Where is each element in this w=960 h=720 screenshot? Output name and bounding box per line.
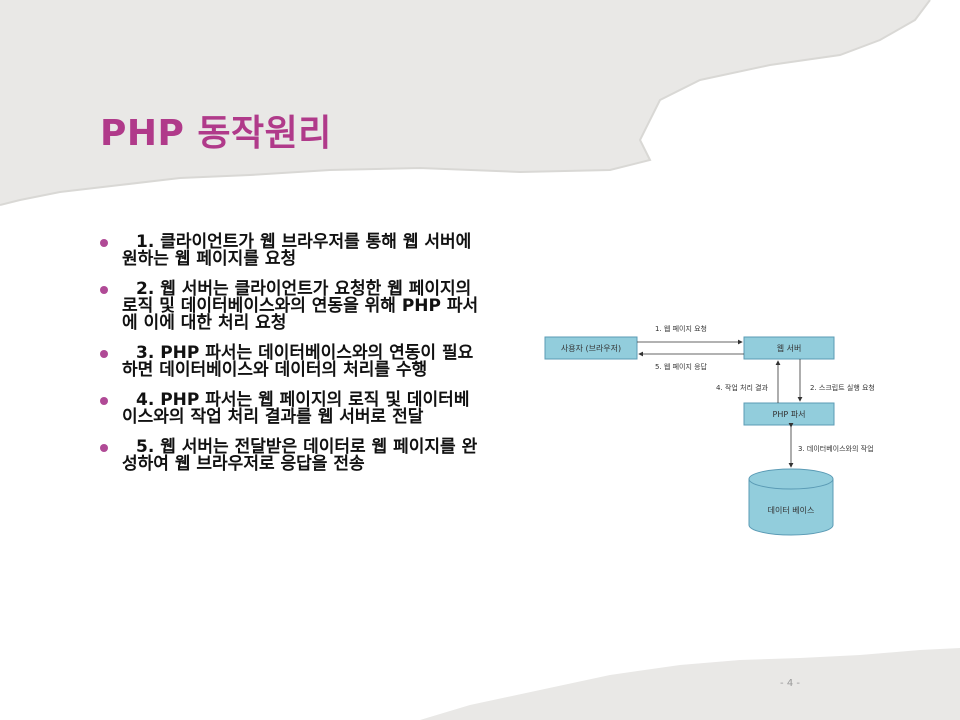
bullet-item: 3. PHP 파서는 데이터베이스와의 연동이 필요하면 데이터베이스와 데이터… [100, 345, 480, 379]
bullet-text: 1. 클라이언트가 웹 브라우저를 통해 웹 서버에 원하는 웹 페이지를 요청 [122, 232, 472, 269]
bullet-item: 1. 클라이언트가 웹 브라우저를 통해 웹 서버에 원하는 웹 페이지를 요청 [100, 234, 480, 268]
user-browser-label: 사용자 (브라우저) [561, 344, 621, 353]
php-parser-label: PHP 파서 [773, 410, 806, 419]
result-label: 4. 작업 처리 결과 [716, 383, 769, 392]
bullet-text: 4. PHP 파서는 웹 페이지의 로직 및 데이터베이스와의 작업 처리 결과… [122, 390, 470, 427]
bullet-item: 4. PHP 파서는 웹 페이지의 로직 및 데이터베이스와의 작업 처리 결과… [100, 392, 480, 426]
script-label: 2. 스크립트 실행 요청 [810, 383, 875, 392]
database-label: 데이터 베이스 [768, 505, 815, 515]
bullet-list: 1. 클라이언트가 웹 브라우저를 통해 웹 서버에 원하는 웹 페이지를 요청… [100, 234, 480, 486]
top-torn-paper [0, 0, 930, 205]
slide-title: PHP 동작원리 [100, 113, 332, 154]
database-cylinder [748, 468, 834, 536]
bullet-dot-icon [100, 350, 108, 358]
request-label: 1. 웹 페이지 요청 [655, 324, 707, 333]
top-torn-edge [0, 0, 931, 206]
db-work-label: 3. 데이터베이스와의 작업 [798, 444, 874, 453]
bottom-torn-paper [420, 648, 960, 720]
bullet-dot-icon [100, 397, 108, 405]
page-number: - 4 - [780, 678, 800, 689]
bullet-text: 5. 웹 서버는 전달받은 데이터로 웹 페이지를 완성하여 웹 브라우저로 응… [122, 437, 478, 474]
bullet-item: 2. 웹 서버는 클라이언트가 요청한 웹 페이지의 로직 및 데이터베이스와의… [100, 281, 480, 332]
web-server-label: 웹 서버 [777, 343, 802, 353]
bullet-text: 2. 웹 서버는 클라이언트가 요청한 웹 페이지의 로직 및 데이터베이스와의… [122, 279, 479, 333]
user-browser-box [544, 336, 638, 360]
bullet-text: 3. PHP 파서는 데이터베이스와의 연동이 필요하면 데이터베이스와 데이터… [122, 343, 474, 380]
bullet-dot-icon [100, 444, 108, 452]
bullet-dot-icon [100, 286, 108, 294]
php-flow-diagram: 사용자 (브라우저) 웹 서버 PHP 파서 데이터 베이스 1. 웹 페이지 … [544, 324, 875, 536]
bullet-dot-icon [100, 239, 108, 247]
response-label: 5. 웹 페이지 응답 [655, 362, 708, 371]
web-server-box [743, 336, 835, 360]
bullet-item: 5. 웹 서버는 전달받은 데이터로 웹 페이지를 완성하여 웹 브라우저로 응… [100, 439, 480, 473]
